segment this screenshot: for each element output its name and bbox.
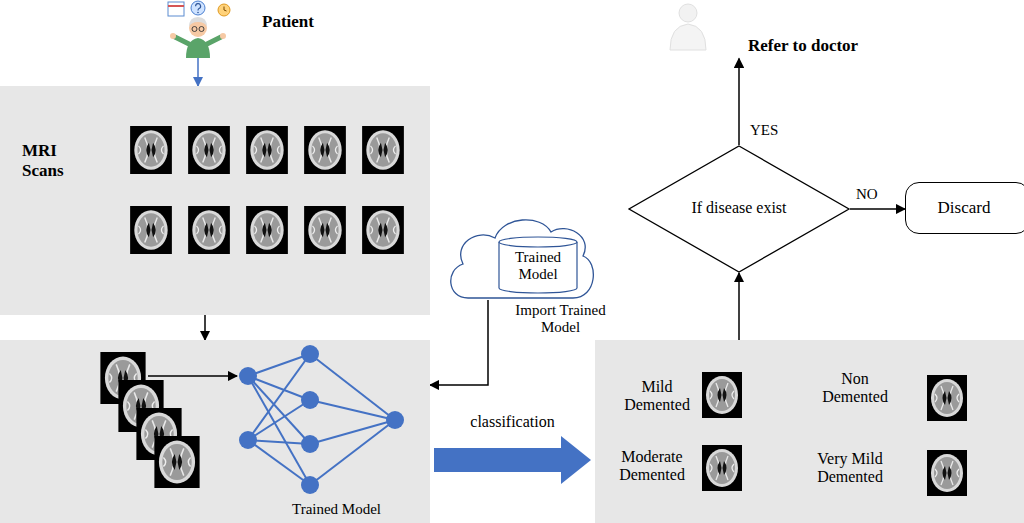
- brain-scan: [362, 206, 404, 254]
- line-part: [310, 420, 395, 485]
- brain-scan: [304, 126, 346, 174]
- patient-node: Patient: [150, 0, 336, 58]
- clock-icon: [218, 4, 230, 16]
- patient-glasses: [199, 27, 204, 32]
- block-arrow: [434, 436, 591, 484]
- database-cylinder: [499, 242, 577, 293]
- brain-scan: [702, 445, 742, 491]
- brain-scan: [130, 126, 172, 174]
- line-part: [248, 354, 310, 440]
- line-part: [310, 400, 395, 420]
- brain-scan: [130, 206, 172, 254]
- line-part: [248, 440, 310, 485]
- cloud-shape: [451, 220, 594, 298]
- node-label: Mild Demented: [617, 378, 697, 415]
- node-label: MRI Scans: [22, 141, 82, 180]
- mri-panel: MRI Scans: [0, 86, 430, 315]
- brain-scan: [362, 126, 404, 174]
- line-part: [248, 376, 310, 444]
- calendar-icon: [168, 2, 184, 16]
- network-links: [248, 354, 395, 485]
- patient-glasses: [192, 27, 197, 32]
- flow-arrow: [197, 58, 199, 86]
- decision-diamond: If disease exist: [628, 145, 850, 273]
- brain-scan: [154, 436, 199, 488]
- brain-scan: [304, 206, 346, 254]
- circle-part: [239, 431, 257, 449]
- node-label: Discard: [914, 198, 1014, 218]
- patient-body: [186, 38, 210, 58]
- neural-network-figure: [0, 340, 430, 523]
- node-label: Patient: [262, 12, 332, 32]
- patient-hair: [189, 17, 207, 27]
- node-label: Trained Model: [292, 501, 422, 518]
- flow-arrow: [204, 315, 206, 340]
- clock-hands: [224, 7, 227, 12]
- patient-hand: [220, 33, 226, 39]
- node-label: If disease exist: [668, 199, 810, 217]
- brain-scan: [927, 375, 967, 421]
- model-panel: Trained Model: [0, 340, 430, 523]
- flow-arrow: [850, 208, 905, 210]
- node-label: Moderate Demented: [607, 448, 697, 485]
- diamond-shape: [629, 146, 849, 272]
- result-panel: Mild Demented Non DementedModerate Dement…: [595, 340, 1024, 523]
- circle-part: [386, 411, 404, 429]
- node-label: Refer to doctor: [748, 36, 888, 56]
- refer-node: Refer to doctor: [640, 0, 892, 59]
- node-label: Trained Model: [503, 249, 573, 284]
- brain-scan: [702, 372, 742, 418]
- brain-scan: [188, 126, 230, 174]
- brain-scan: [927, 450, 967, 496]
- edge-label: YES: [750, 122, 790, 139]
- line-part: [310, 420, 395, 444]
- circle-part: [301, 345, 319, 363]
- circle-part: [301, 435, 319, 453]
- question-dot: [197, 12, 199, 14]
- brain-scan: [246, 206, 288, 254]
- network-neurons: [239, 345, 404, 494]
- terminal-box: Discard: [905, 182, 1024, 234]
- flow-arrow: [430, 300, 488, 385]
- brain-scan: [246, 126, 288, 174]
- flow-arrow: [738, 59, 740, 145]
- question-glyph: [196, 4, 201, 11]
- cloud-node: Trained Model: [443, 212, 598, 300]
- question-bubble: [191, 1, 205, 15]
- edge-label: NO: [856, 186, 896, 203]
- patient-arm: [175, 37, 189, 44]
- node-label: Non Demented: [810, 370, 900, 407]
- doctor-head: [679, 4, 697, 22]
- patient-arm: [207, 37, 221, 44]
- patient-hand: [170, 33, 176, 39]
- line-part: [248, 354, 310, 376]
- calendar-bar: [168, 5, 184, 7]
- doctor-body: [670, 24, 706, 50]
- line-part: [248, 440, 310, 444]
- class-examples: [595, 340, 1024, 523]
- mri-scan-grid: [0, 86, 430, 315]
- node-label: Very Mild Demented: [795, 450, 905, 487]
- flow-arrow: [738, 273, 740, 340]
- circle-part: [301, 391, 319, 409]
- line-part: [248, 376, 310, 485]
- line-part: [310, 354, 395, 420]
- input-arrow: [148, 375, 237, 377]
- database-top: [499, 237, 577, 247]
- brain-scan: [188, 206, 230, 254]
- circle-part: [301, 476, 319, 494]
- edge-label: classification: [440, 413, 585, 431]
- edge-label: Import Trained Model: [498, 302, 623, 337]
- circle-part: [239, 367, 257, 385]
- line-part: [248, 400, 310, 440]
